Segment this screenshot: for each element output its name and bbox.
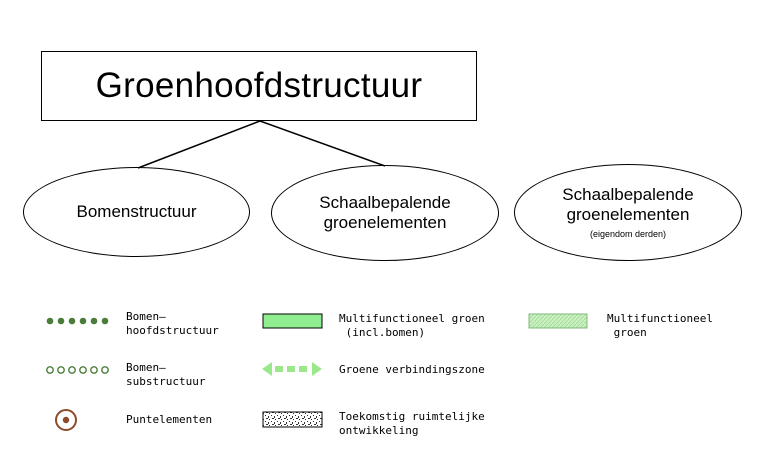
legend-label-multifunctioneel-groen-derden: Multifunctioneel groen bbox=[607, 312, 713, 339]
node-schaalbepalende-groenelementen: Schaalbepalende groenelementen bbox=[271, 165, 499, 261]
multifunctioneel-groen-swatch-icon bbox=[262, 313, 323, 329]
legend-label-toekomstig-ontwikkeling: Toekomstig ruimtelijke ontwikkeling bbox=[339, 410, 485, 437]
node-bomenstructuur: Bomenstructuur bbox=[23, 167, 250, 257]
connector-line-left bbox=[137, 120, 261, 169]
legend-label-multifunctioneel-groen: Multifunctioneel groen (incl.bomen) bbox=[339, 312, 485, 339]
node-label-line2: groenelementen bbox=[323, 213, 447, 232]
bomen-hoofdstructuur-dots-icon bbox=[46, 317, 109, 325]
connector-line-right bbox=[259, 120, 386, 167]
node-note: (eigendom derden) bbox=[589, 229, 667, 240]
bomen-substructuur-circles-icon bbox=[46, 366, 109, 374]
legend-label-bomen-hoofdstructuur: Bomen— hoofdstructuur bbox=[126, 310, 219, 337]
legend-label-puntelementen: Puntelementen bbox=[126, 413, 213, 426]
node-schaalbepalende-groenelementen-derden: Schaalbepalende groenelementen (eigendom… bbox=[514, 164, 742, 261]
node-label-line1: Schaalbepalende bbox=[562, 184, 694, 204]
puntelementen-icon bbox=[55, 409, 77, 431]
legend-label-bomen-substructuur: Bomen— substructuur bbox=[126, 361, 206, 388]
toekomstig-ontwikkeling-swatch-icon bbox=[262, 411, 323, 428]
legend-label-groene-verbindingszone: Groene verbindingszone bbox=[339, 363, 485, 376]
diagram-title: Groenhoofdstructuur bbox=[41, 51, 477, 121]
multifunctioneel-groen-derden-swatch-icon bbox=[528, 313, 588, 329]
node-label-line1: Schaalbepalende bbox=[319, 192, 451, 212]
node-label-line2: groenelementen bbox=[566, 205, 690, 225]
groene-verbindingszone-arrow-icon bbox=[262, 362, 322, 376]
node-label: Bomenstructuur bbox=[76, 201, 197, 221]
